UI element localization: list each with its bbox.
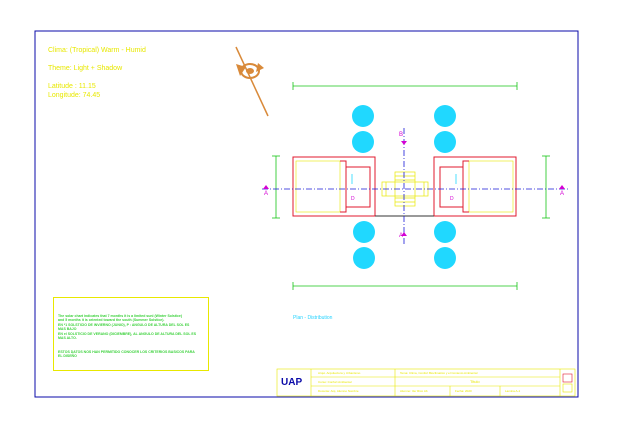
plan-caption: Plan - Distribution (293, 315, 333, 321)
tb-title: Titulo (470, 379, 480, 384)
note-line: EN *1 SOLSTICIO DE INVIERNO (JUNIO), P :… (58, 323, 190, 327)
tb-date: Fecha: 2020 (455, 389, 472, 393)
dimension-lines (272, 82, 550, 290)
building-walls (292, 156, 517, 217)
section-tag-b-top: B (399, 132, 404, 138)
note-line: and 5 months it is oriented toward the s… (58, 318, 165, 322)
theme-label: Theme: Light + Shadow (48, 65, 123, 72)
note-line: MAS BAJO (58, 327, 77, 331)
tb-teacher: Docente: Arq. Alumno Nombre (318, 389, 359, 393)
note-line: EL DISEÑO (58, 354, 77, 358)
note-line: EN el SOLSTICIO DE VERANO (DICIEMBRE), A… (58, 332, 197, 336)
longitude-label: Longitude: 74.45 (48, 92, 101, 99)
sheet-border (34, 30, 579, 398)
note-line: The solar chart indicates that 7 months … (58, 314, 183, 318)
compass-rose-icon (235, 46, 269, 117)
tb-student: Alumno: Ver Rico Ab (400, 389, 428, 393)
uap-logo: UAP (281, 377, 303, 388)
section-tag-b-bottom: A (399, 233, 404, 239)
note-line: MAS ALTO. (58, 336, 77, 340)
opening-marks (351, 174, 457, 184)
section-arrows (263, 141, 565, 236)
room-tag-left: D (351, 196, 355, 202)
note-line: ESTOS DATOS NOS HAN PERMITIDO CONOCER LO… (58, 350, 195, 354)
notes-box (53, 297, 209, 371)
tb-sheet: Lamina A-1 (505, 389, 521, 393)
tb-faculty: Arqui. Arquitectura y Urbanismo (318, 371, 361, 375)
room-tag-right: D (450, 196, 454, 202)
section-axes (262, 128, 570, 246)
section-tag-a-left: A (264, 191, 269, 197)
tree-canopies (352, 105, 456, 269)
latitude-label: Latitude : 11.15 (48, 83, 96, 90)
section-tag-a-right: A (560, 191, 565, 197)
climate-label: Clima: (Tropical) Warm - Humid (48, 47, 146, 54)
tb-topic: Tema: Clima, Confort Bioclimatico y el C… (400, 371, 478, 375)
tb-course: Curso: Confort Ambiental (318, 380, 352, 384)
